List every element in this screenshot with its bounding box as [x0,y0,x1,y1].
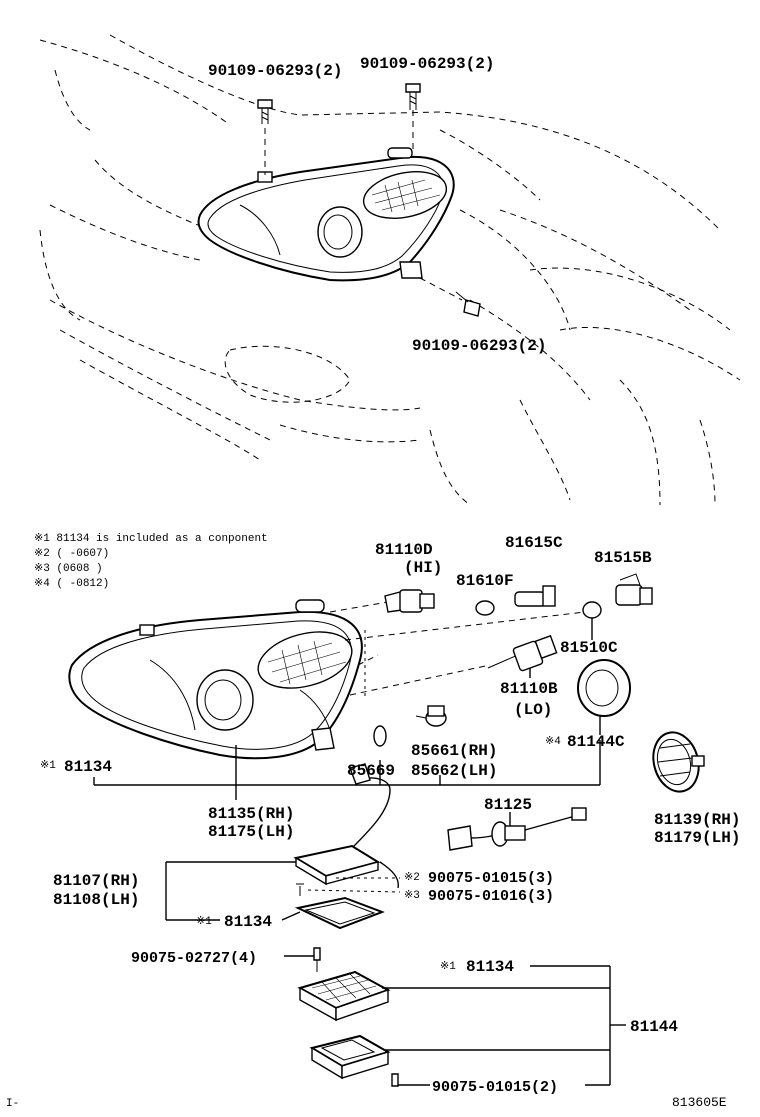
headlamp-installed-drawing [197,110,463,301]
label-81134-main: 81134 [64,758,112,776]
note-3: ※3 (0608 ) [34,563,103,575]
bulb-81610f-icon [475,600,495,616]
label-81110d-sub: (HI) [404,559,442,577]
bulb-81110b-icon [487,634,558,678]
label-81144c: 81144C [567,733,625,751]
marker-81134-main: ※1 [40,760,56,772]
label-81515b: 81515B [594,549,652,567]
marker-81134-a: ※1 [196,916,212,928]
label-85662: 85662(LH) [411,762,497,780]
label-85669: 85669 [347,762,395,780]
lens-texture [267,640,347,685]
bolt-icons-top [257,83,481,317]
socket-81515b-icon [615,573,653,606]
label-bolt-top-right: 90109-06293(2) [360,55,494,73]
bulb-81615c-icon [514,585,556,607]
label-81110b: 81110B [500,680,558,698]
corner-mark: I- [6,1098,19,1110]
label-81179: 81179(LH) [654,829,740,847]
label-bolt-top-left: 90109-06293(2) [208,62,342,80]
ballast-81107-icon [293,763,399,896]
mesh-texture [311,973,377,1003]
bulb-81110d-icon [384,589,435,613]
label-81108: 81108(LH) [53,891,139,909]
bulb-85661-icon [415,705,447,727]
label-81144: 81144 [630,1018,678,1036]
marker-81134-b: ※1 [440,961,456,973]
label-81134-b: 81134 [466,958,514,976]
label-90075-01016-3: 90075-01016(3) [428,888,554,905]
harness-81125-icon [447,807,587,851]
label-81135: 81135(RH) [208,805,294,823]
label-81139: 81139(RH) [654,811,740,829]
cap-81144c-icon [577,659,631,735]
notes-block: ※1 81134 is included as a conponent ※2 (… [34,533,268,590]
label-81110b-sub: (LO) [514,701,552,719]
note-4: ※4 ( -0812) [34,578,109,590]
bulb-81510c-icon [582,601,602,640]
headlamp-housing-drawing [68,599,363,760]
gasket-85669-icon [373,725,387,747]
label-81610f: 81610F [456,572,514,590]
marker-90075-01015-3: ※2 [404,872,420,884]
label-81615c: 81615C [505,534,563,552]
ballast-81144-icon [297,947,399,1087]
cover-81139-icon [652,731,705,793]
label-81510c: 81510C [560,639,618,657]
note-1: ※1 81134 is included as a conponent [34,533,268,545]
label-81107: 81107(RH) [53,872,139,890]
label-90075-01015-3: 90075-01015(3) [428,870,554,887]
label-81134-a: 81134 [224,913,272,931]
gasket-81134-frame-icon [294,896,385,930]
label-81125: 81125 [484,796,532,814]
label-81110d: 81110D [375,541,433,559]
footer-code: 813605E [672,1095,727,1110]
upper-lens-texture [371,179,441,213]
label-90075-02727: 90075-02727(4) [131,950,257,967]
label-bolt-lower: 90109-06293(2) [412,337,546,355]
vehicle-body-outline [39,34,741,506]
marker-90075-01016-3: ※3 [404,890,420,902]
label-81175: 81175(LH) [208,823,294,841]
note-2: ※2 ( -0607) [34,548,109,560]
marker-81144c: ※4 [545,736,561,748]
label-85661: 85661(RH) [411,742,497,760]
label-90075-01015-2: 90075-01015(2) [432,1079,558,1096]
